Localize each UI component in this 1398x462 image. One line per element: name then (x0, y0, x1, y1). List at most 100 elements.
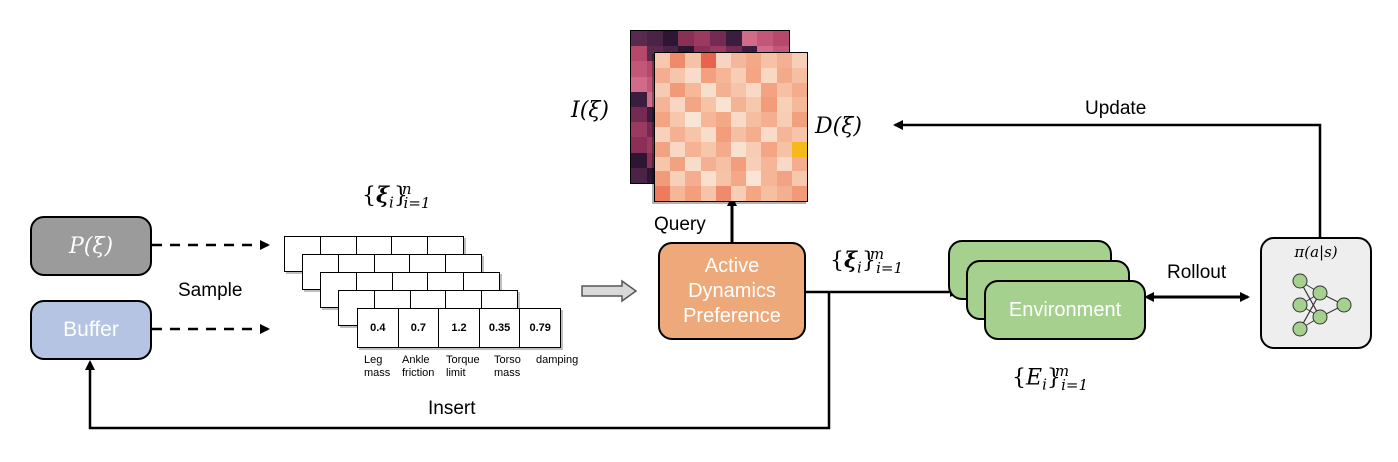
xi-n-sup: n (401, 180, 412, 198)
heatmap-cell (730, 67, 747, 83)
heatmap-cell (776, 112, 792, 127)
d-xi-label: D(ξ) (815, 114, 862, 139)
heatmap-cell (715, 156, 731, 172)
heatmap-cell (700, 97, 716, 113)
heatmap-cell (761, 126, 777, 142)
heatmap-cell (700, 53, 716, 68)
heatmap-cell (776, 171, 792, 187)
heatmap-cell (761, 141, 777, 157)
heatmap-cell (757, 31, 774, 47)
heatmap-cell (791, 97, 807, 113)
heatmap-cell (631, 61, 647, 77)
environment-card-front: Environment (984, 280, 1146, 340)
heatmap-cell (746, 53, 762, 68)
heatmap-cell (655, 82, 671, 98)
heatmap-cell (715, 126, 731, 142)
heatmap-cell (715, 186, 731, 201)
adp-line-3: Preference (683, 304, 781, 327)
heatmap-cell (655, 97, 671, 113)
heatmap-cell (715, 97, 731, 113)
heatmap-cell (694, 31, 710, 47)
heatmap-cell (670, 112, 686, 127)
heatmap-cell (730, 141, 747, 157)
heatmap-cell (631, 122, 647, 138)
heatmap-cell (715, 82, 731, 98)
heatmap-cell (761, 97, 777, 113)
heatmap-cell (776, 141, 792, 157)
heatmap-cell (710, 31, 726, 47)
heatmap-cell (791, 171, 807, 187)
heatmap-cell (670, 53, 686, 68)
heatmap-cell (730, 171, 747, 187)
heatmap-cell (791, 53, 807, 68)
param-value-torso-mass: 0.35 (480, 309, 521, 347)
heatmap-cell (791, 126, 807, 142)
heatmap-cell (730, 126, 747, 142)
heatmap-cell (670, 156, 686, 172)
heatmap-cell (700, 156, 716, 172)
heatmap-cell (670, 186, 686, 201)
env-sup: m (1054, 362, 1070, 380)
heatmap-cell (746, 186, 762, 201)
heatmap-cell (700, 112, 716, 127)
heatmap-cell (685, 97, 701, 113)
update-arrow (893, 120, 1322, 237)
heatmap-cell (631, 76, 647, 92)
adp-line-2: Dynamics (688, 279, 776, 302)
heatmap-cell (670, 126, 686, 142)
heatmap-cell (776, 186, 792, 201)
buffer-box: Buffer (30, 300, 152, 360)
insert-arrow (85, 292, 831, 430)
heatmap-cell (700, 186, 716, 201)
prior-label: P(ξ) (68, 233, 114, 259)
heatmap-cell (730, 112, 747, 127)
heatmap-cell (761, 186, 777, 201)
heatmap-cell (746, 156, 762, 172)
env-range: i=1 (1061, 375, 1089, 394)
heatmap-cell (655, 141, 671, 157)
heatmap-cell (631, 106, 647, 123)
heatmap-cell (741, 31, 758, 47)
heatmap-cell (761, 82, 777, 98)
heatmap-cell (678, 31, 695, 47)
environment-label: Environment (1008, 298, 1122, 321)
xi-m-sup: m (869, 245, 885, 263)
heatmap-cell (761, 112, 777, 127)
heatmap-cell (730, 186, 747, 201)
heatmap-cell (655, 186, 671, 201)
heatmap-cell (685, 82, 701, 98)
heatmap-cell (685, 112, 701, 127)
param-name-ankle-friction: Ankle friction (402, 354, 435, 379)
heatmap-cell (700, 171, 716, 187)
env-base: E (1026, 365, 1043, 391)
xi-n-range: i=1 (403, 193, 431, 212)
heatmap-cell (715, 53, 731, 68)
heatmap-cell (761, 53, 777, 68)
env-sub: i (1042, 375, 1047, 394)
xi-m-base: ξ (844, 247, 858, 274)
heatmap-cell (685, 186, 701, 201)
heatmap-cell (685, 126, 701, 142)
heatmap-cell (715, 67, 731, 83)
param-name-leg-mass: Leg mass (364, 354, 391, 379)
heatmap-cell (655, 156, 671, 172)
heatmap-cell (631, 31, 647, 47)
heatmap-cell (685, 67, 701, 83)
heatmap-cell (791, 82, 807, 98)
rollout-label: Rollout (1167, 262, 1227, 283)
heatmap-cell (746, 112, 762, 127)
prior-distribution-box: P(ξ) (30, 216, 152, 276)
heatmap-cell (646, 31, 663, 47)
heatmap-cell (776, 126, 792, 142)
heatmap-cell (746, 82, 762, 98)
heatmap-cell (730, 82, 747, 98)
heatmap-cell (715, 141, 731, 157)
heatmap-cell (761, 171, 777, 187)
heatmap-cell (725, 31, 742, 47)
heatmap-cell (730, 156, 747, 172)
heatmap-cell (631, 46, 647, 62)
heatmap-cell (761, 156, 777, 172)
insert-label: Insert (428, 398, 476, 419)
